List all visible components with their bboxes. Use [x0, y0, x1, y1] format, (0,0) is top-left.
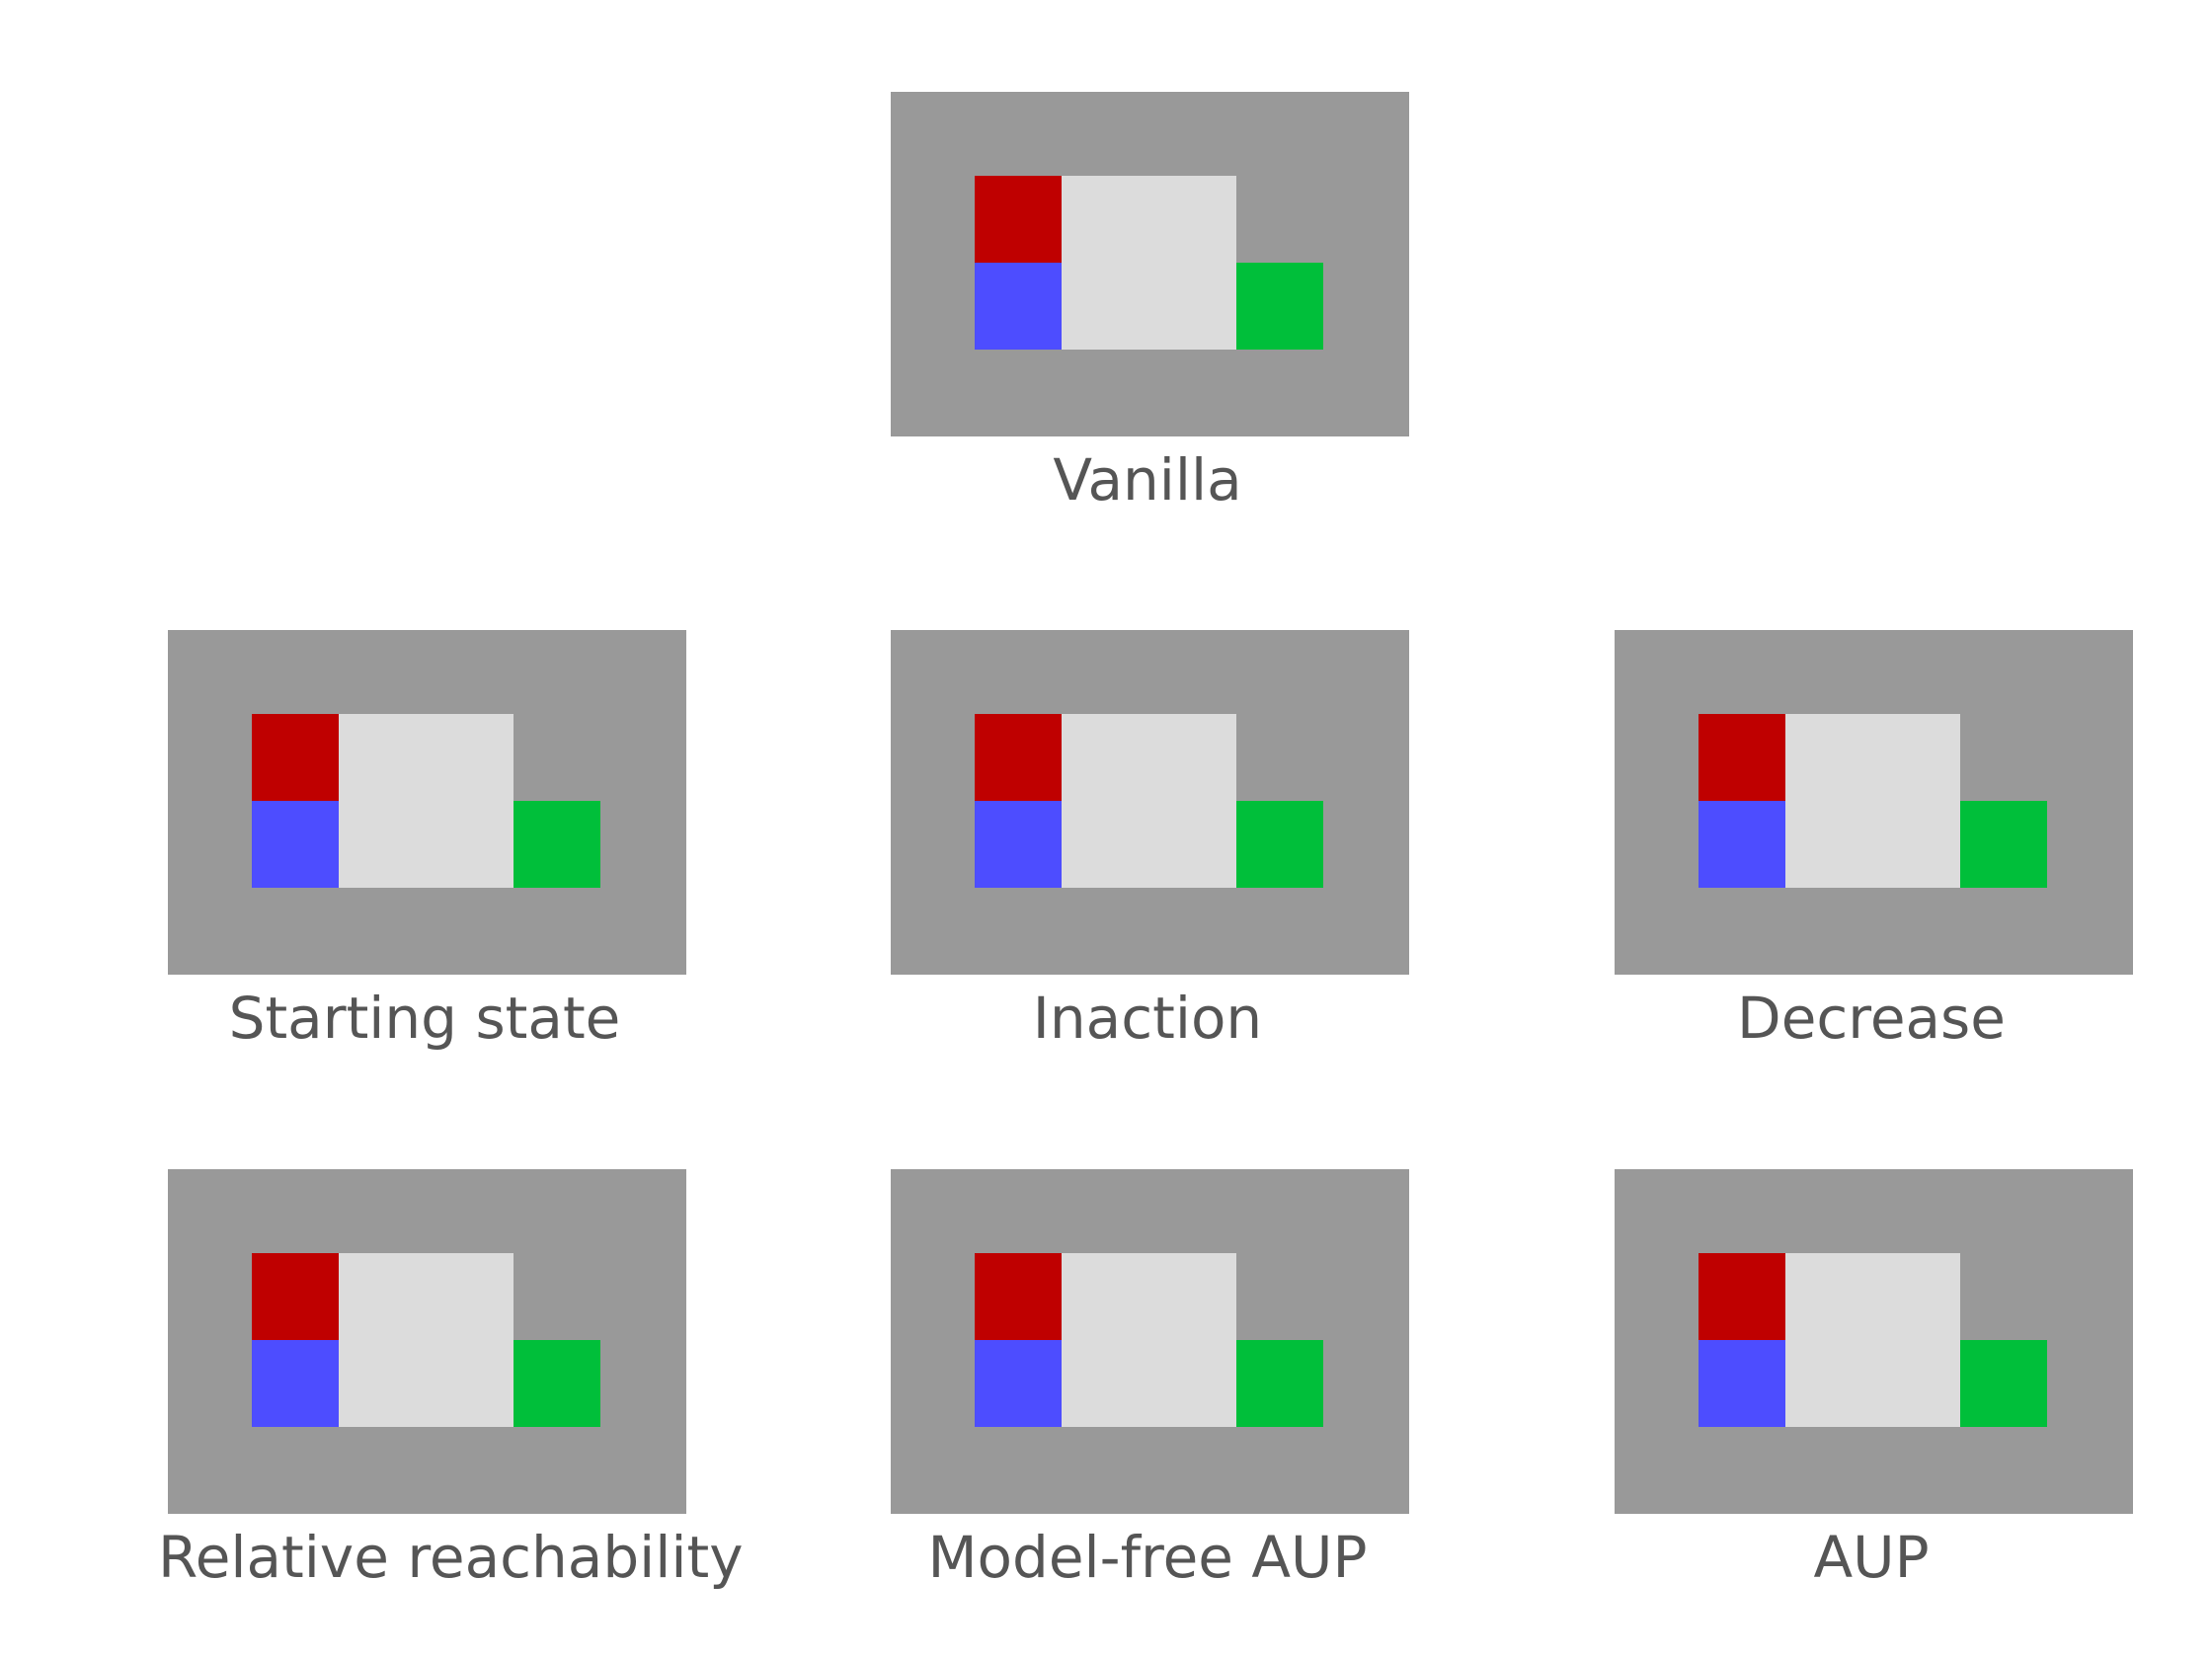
gridworld-wall [1615, 630, 2133, 975]
box-cell [975, 801, 1062, 888]
gridworld-floor [339, 1253, 514, 1427]
goal-cell [1236, 1340, 1323, 1427]
agent-cell [975, 714, 1062, 801]
box-cell [1698, 1340, 1785, 1427]
panel-relative-reachability: Relative reachability [158, 1169, 744, 1591]
gridworld-floor [1062, 1253, 1236, 1427]
panel-starting-state: Starting state [158, 630, 691, 1052]
box-cell [252, 801, 339, 888]
gridworld-wall [891, 630, 1409, 975]
agent-cell [252, 714, 339, 801]
panel-caption: Starting state [228, 985, 621, 1052]
agent-cell [975, 176, 1062, 263]
goal-cell [1960, 1340, 2047, 1427]
agent-cell [1698, 714, 1785, 801]
panel-caption: Inaction [1032, 985, 1263, 1052]
gridworld-wall [168, 630, 686, 975]
box-cell [252, 1340, 339, 1427]
panel-aup: AUP [1605, 1169, 2138, 1591]
panel-caption: Model-free AUP [927, 1524, 1368, 1591]
panel-caption: AUP [1813, 1524, 1930, 1591]
panel-caption: Decrease [1737, 985, 2006, 1052]
gridworld-wall [168, 1169, 686, 1514]
gridworld-floor [1062, 714, 1236, 888]
agent-cell [1698, 1253, 1785, 1340]
box-cell [1698, 801, 1785, 888]
panel-vanilla: Vanilla [881, 92, 1414, 514]
gridworld-floor [1785, 714, 1960, 888]
panel-decrease: Decrease [1605, 630, 2138, 1052]
panel-caption: Relative reachability [158, 1524, 744, 1591]
goal-cell [514, 801, 600, 888]
agent-cell [252, 1253, 339, 1340]
panel-caption: Vanilla [1053, 446, 1242, 514]
box-cell [975, 263, 1062, 350]
gridworld-wall [891, 92, 1409, 436]
panel-model-free-aup: Model-free AUP [881, 1169, 1414, 1591]
box-cell [975, 1340, 1062, 1427]
goal-cell [1236, 801, 1323, 888]
goal-cell [1960, 801, 2047, 888]
gridworld-floor [339, 714, 514, 888]
agent-cell [975, 1253, 1062, 1340]
gridworld-wall [1615, 1169, 2133, 1514]
gridworld-floor [1062, 176, 1236, 350]
gridworld-floor [1785, 1253, 1960, 1427]
gridworld-wall [891, 1169, 1409, 1514]
goal-cell [514, 1340, 600, 1427]
panel-inaction: Inaction [881, 630, 1414, 1052]
goal-cell [1236, 263, 1323, 350]
